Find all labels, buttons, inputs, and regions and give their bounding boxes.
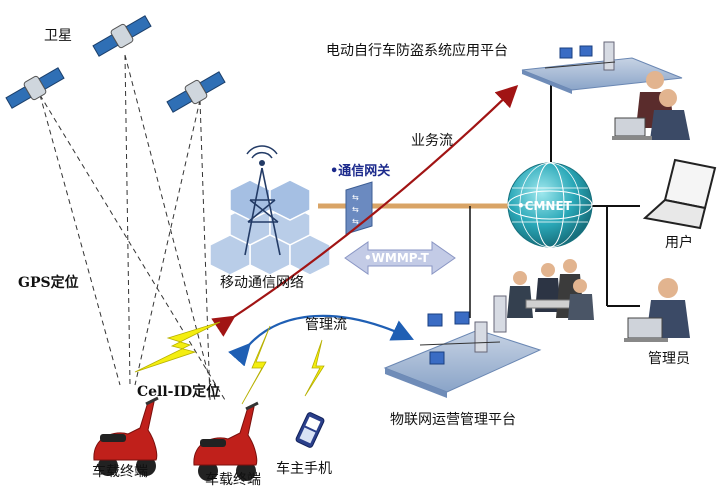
business-flow-arrow xyxy=(211,84,519,337)
business-flow-label: 业务流 xyxy=(411,133,453,149)
phone-icon xyxy=(295,412,325,448)
cell-id-label: Cell-ID定位 xyxy=(137,384,221,400)
gps-label: GPS定位 xyxy=(18,275,79,291)
scooter-icon xyxy=(193,401,259,481)
theft-platform-label: 电动自行车防盗系统应用平台 xyxy=(326,43,508,59)
management-flow-label: 管理流 xyxy=(305,317,347,333)
admin-icon xyxy=(624,278,690,342)
user-label: 用户 xyxy=(665,235,693,251)
satellite-icon xyxy=(166,71,226,113)
owner-phone-label: 车主手机 xyxy=(276,461,332,477)
gps-links xyxy=(39,54,226,401)
svg-text:⇆: ⇆ xyxy=(352,193,359,202)
admin-label: 管理员 xyxy=(648,351,690,367)
iot-platform-label: 物联网运营管理平台 xyxy=(390,412,516,428)
satellite-icon xyxy=(5,67,65,109)
staff-icon xyxy=(612,71,690,140)
cmnet-label: •CMNET xyxy=(517,199,572,213)
scooter-icon xyxy=(93,396,159,476)
meeting-people-icon xyxy=(507,259,594,320)
vehicle-terminal-label-2: 车载终端 xyxy=(205,472,261,488)
gateway-label: •通信网关 xyxy=(330,164,391,179)
wmmp-label: •WMMP-T xyxy=(364,251,429,265)
vehicle-terminal-label-1: 车载终端 xyxy=(92,464,148,480)
theft-platform-icon xyxy=(521,41,683,94)
lightning-icon xyxy=(134,321,325,405)
management-flow-arrow xyxy=(228,314,414,367)
satellite-icon xyxy=(92,15,152,57)
svg-text:⇆: ⇆ xyxy=(352,205,359,214)
mobile-network-label: 移动通信网络 xyxy=(220,275,304,291)
cmnet-globe-icon xyxy=(507,162,593,248)
svg-text:⇆: ⇆ xyxy=(352,217,359,226)
satellite-label: 卫星 xyxy=(44,28,72,44)
cell-tower-icon xyxy=(209,145,331,276)
laptop-icon xyxy=(642,158,717,230)
